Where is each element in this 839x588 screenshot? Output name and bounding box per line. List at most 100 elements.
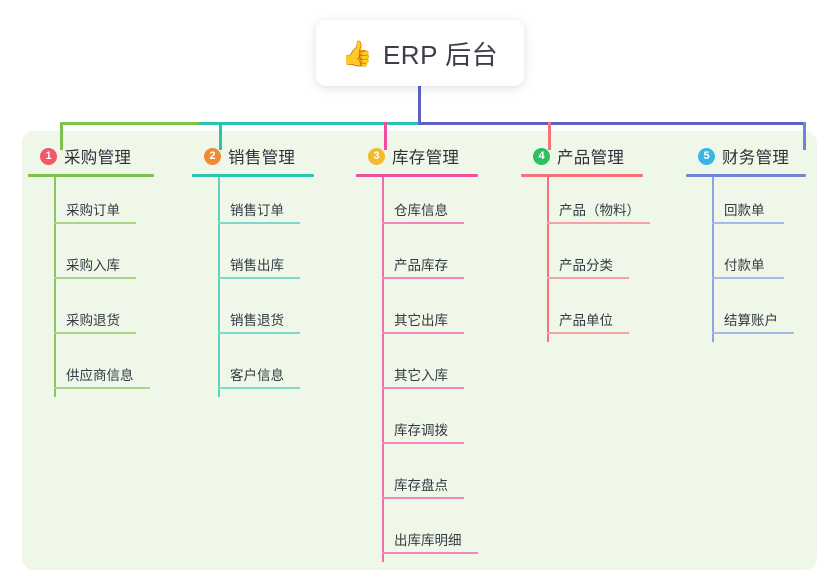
list-item[interactable]: 销售订单 xyxy=(192,177,340,232)
branch-drop-5 xyxy=(803,122,806,150)
list-item[interactable]: 产品库存 xyxy=(356,232,506,287)
root-node[interactable]: 👍 ERP 后台 xyxy=(316,20,524,86)
item-label: 销售退货 xyxy=(230,313,284,328)
list-item[interactable]: 库存调拨 xyxy=(356,397,506,452)
branch-spine-2 xyxy=(218,177,220,397)
branch-spine-4 xyxy=(547,177,549,342)
item-rule xyxy=(547,277,629,279)
branch-rule-2 xyxy=(192,174,314,177)
item-rule xyxy=(218,222,300,224)
item-rule xyxy=(382,387,464,389)
branch-badge-5: 5 xyxy=(698,147,715,165)
item-label: 产品单位 xyxy=(559,313,613,328)
branch-column-3: 3 库存管理 仓库信息 产品库存 其它出库 其它入库 xyxy=(356,144,506,562)
branch-header-3[interactable]: 3 库存管理 xyxy=(356,144,506,168)
list-item[interactable]: 采购退货 xyxy=(28,287,176,342)
item-label: 产品分类 xyxy=(559,258,613,273)
item-label: 付款单 xyxy=(724,258,765,273)
branch-rule-4 xyxy=(521,174,643,177)
list-item[interactable]: 结算账户 xyxy=(686,287,816,342)
item-label: 库存调拨 xyxy=(394,423,448,438)
item-label: 销售订单 xyxy=(230,203,284,218)
list-item[interactable]: 其它出库 xyxy=(356,287,506,342)
list-item[interactable]: 采购入库 xyxy=(28,232,176,287)
item-label: 结算账户 xyxy=(724,313,778,328)
item-rule xyxy=(712,332,794,334)
item-rule xyxy=(382,222,464,224)
item-label: 采购退货 xyxy=(66,313,120,328)
trunk-segment-blue xyxy=(418,122,805,125)
item-rule xyxy=(712,277,784,279)
item-label: 产品（物料） xyxy=(559,203,640,218)
branch-drop-2 xyxy=(219,122,222,150)
branch-column-4: 4 产品管理 产品（物料） 产品分类 产品单位 xyxy=(521,144,681,342)
branch-spine-1 xyxy=(54,177,56,397)
list-item[interactable]: 库存盘点 xyxy=(356,452,506,507)
branch-rule-3 xyxy=(356,174,478,177)
item-rule xyxy=(218,277,300,279)
item-rule xyxy=(218,332,300,334)
list-item[interactable]: 其它入库 xyxy=(356,342,506,397)
list-item[interactable]: 供应商信息 xyxy=(28,342,176,397)
branch-title-2: 销售管理 xyxy=(228,149,296,167)
branch-badge-2: 2 xyxy=(204,147,221,165)
item-label: 供应商信息 xyxy=(66,368,134,383)
list-item[interactable]: 回款单 xyxy=(686,177,816,232)
item-label: 其它出库 xyxy=(394,313,448,328)
branch-badge-3: 3 xyxy=(368,147,385,165)
item-label: 出库库明细 xyxy=(394,533,462,548)
trunk-segment-green xyxy=(60,122,201,125)
list-item[interactable]: 销售退货 xyxy=(192,287,340,342)
item-label: 产品库存 xyxy=(394,258,448,273)
branches-panel xyxy=(22,131,817,570)
item-rule xyxy=(218,387,300,389)
item-rule xyxy=(54,222,136,224)
item-label: 销售出库 xyxy=(230,258,284,273)
list-item[interactable]: 出库库明细 xyxy=(356,507,506,562)
branch-header-1[interactable]: 1 采购管理 xyxy=(28,144,176,168)
branch-rule-5 xyxy=(686,174,806,177)
item-rule xyxy=(547,332,629,334)
list-item[interactable]: 销售出库 xyxy=(192,232,340,287)
branch-items-2: 销售订单 销售出库 销售退货 客户信息 xyxy=(192,177,340,397)
branch-column-2: 2 销售管理 销售订单 销售出库 销售退货 客户信息 xyxy=(192,144,340,397)
trunk-segment-teal xyxy=(199,122,420,125)
branch-header-4[interactable]: 4 产品管理 xyxy=(521,144,681,168)
list-item[interactable]: 产品分类 xyxy=(521,232,681,287)
item-label: 客户信息 xyxy=(230,368,284,383)
branch-title-5: 财务管理 xyxy=(722,149,790,167)
branch-items-1: 采购订单 采购入库 采购退货 供应商信息 xyxy=(28,177,176,397)
branch-items-4: 产品（物料） 产品分类 产品单位 xyxy=(521,177,681,342)
branch-items-3: 仓库信息 产品库存 其它出库 其它入库 库存调拨 xyxy=(356,177,506,562)
branch-header-2[interactable]: 2 销售管理 xyxy=(192,144,340,168)
branch-drop-3 xyxy=(384,122,387,150)
item-label: 其它入库 xyxy=(394,368,448,383)
list-item[interactable]: 仓库信息 xyxy=(356,177,506,232)
item-label: 回款单 xyxy=(724,203,765,218)
item-rule xyxy=(54,387,150,389)
root-title: ERP 后台 xyxy=(382,39,499,70)
branch-badge-1: 1 xyxy=(40,147,57,165)
item-rule xyxy=(547,222,650,224)
branch-badge-4: 4 xyxy=(533,147,550,165)
item-rule xyxy=(54,332,136,334)
item-rule xyxy=(382,552,478,554)
branch-items-5: 回款单 付款单 结算账户 xyxy=(686,177,816,342)
list-item[interactable]: 采购订单 xyxy=(28,177,176,232)
item-label: 仓库信息 xyxy=(394,203,448,218)
branch-rule-1 xyxy=(28,174,154,177)
item-label: 库存盘点 xyxy=(394,478,448,493)
list-item[interactable]: 产品单位 xyxy=(521,287,681,342)
item-rule xyxy=(54,277,136,279)
list-item[interactable]: 付款单 xyxy=(686,232,816,287)
branch-spine-3 xyxy=(382,177,384,562)
branch-column-1: 1 采购管理 采购订单 采购入库 采购退货 供应商信 xyxy=(28,144,176,397)
list-item[interactable]: 客户信息 xyxy=(192,342,340,397)
item-label: 采购入库 xyxy=(66,258,120,273)
branch-title-1: 采购管理 xyxy=(64,149,132,167)
list-item[interactable]: 产品（物料） xyxy=(521,177,681,232)
branch-header-5[interactable]: 5 财务管理 xyxy=(686,144,816,168)
branch-spine-5 xyxy=(712,177,714,342)
